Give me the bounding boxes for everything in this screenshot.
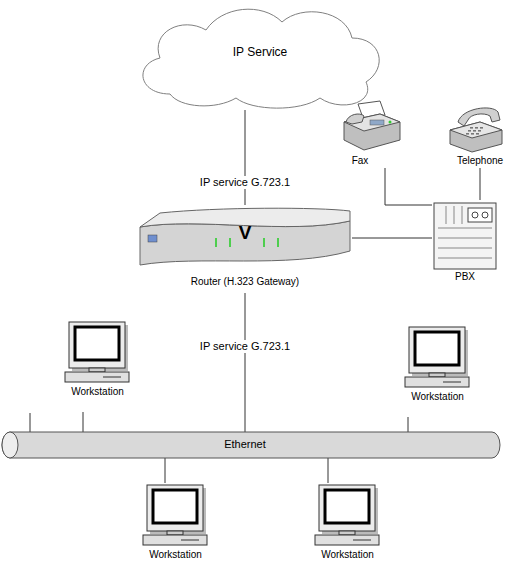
computer-base (315, 535, 379, 545)
pbx-slot (454, 206, 455, 224)
pbx-dial (472, 212, 478, 218)
fax-machine: Fax (340, 100, 408, 168)
phone-key (468, 130, 471, 132)
pbx-slot (438, 248, 492, 249)
computer-drive (353, 540, 371, 541)
node-label: Router (H.323 Gateway) (138, 276, 352, 288)
computer-drive (443, 382, 461, 383)
computer-base (65, 372, 129, 382)
monitor-neck (339, 531, 355, 535)
pbx-slot (438, 258, 492, 259)
phone-key (480, 127, 483, 129)
network-link (352, 238, 432, 239)
router-front (140, 221, 350, 265)
terminator-wire (30, 413, 31, 433)
pbx-slot (438, 238, 492, 239)
fax-machine-art (340, 100, 408, 168)
cable-end (2, 432, 18, 458)
fax-handset (346, 114, 364, 124)
network-link (165, 458, 166, 483)
pbx-box: PBX (432, 200, 498, 286)
monitor-case (319, 485, 375, 531)
router-light (263, 238, 265, 247)
network-link (480, 168, 481, 200)
workstation-icon: Workstation (305, 483, 390, 573)
pbx-slot (438, 228, 492, 229)
fax-light (389, 121, 392, 124)
cloud-shape: IP Service (130, 2, 390, 110)
link-label: IP service G.723.1 (199, 176, 291, 189)
monitor-case (69, 322, 125, 368)
link-label: IP service G.723.1 (199, 340, 291, 353)
monitor-screen (153, 490, 197, 523)
telephone-set: Telephone (440, 100, 520, 168)
pbx-dial (482, 212, 488, 218)
phone-key (475, 127, 478, 129)
network-link (408, 417, 409, 432)
fax-top (344, 114, 400, 131)
workstation-icon-art (55, 320, 140, 412)
phone-key (466, 133, 469, 135)
phone-body (450, 122, 502, 152)
pbx-cabinet (434, 203, 496, 269)
monitor-screen (325, 490, 369, 523)
node-label: Workstation (55, 386, 140, 398)
computer-base (405, 377, 469, 387)
node-label: PBX (432, 271, 498, 283)
fax-body (344, 114, 400, 150)
monitor-neck (429, 373, 445, 377)
node-label: Workstation (133, 549, 218, 561)
pbx-slot (462, 206, 463, 224)
logo-text: V (234, 222, 256, 244)
network-link (83, 412, 84, 432)
router-light (277, 238, 279, 247)
node-label: Fax (340, 155, 380, 167)
phone-key (471, 133, 474, 135)
workstation-icon: Workstation (395, 325, 480, 417)
monitor-neck (89, 368, 105, 372)
monitor-case (409, 327, 465, 373)
phone-key (473, 130, 476, 132)
node-label: Workstation (305, 549, 390, 561)
computer-drive (181, 540, 199, 541)
router-device: V Router (H.323 Gateway) (138, 205, 352, 293)
computer-base (143, 535, 207, 545)
workstation-icon: Workstation (133, 483, 218, 573)
computer-drive (103, 377, 121, 378)
ethernet-bus: Ethernet (0, 432, 500, 458)
phone-key (470, 127, 473, 129)
pbx-slot (446, 206, 447, 224)
node-label: Telephone (440, 155, 520, 167)
fax-panel (370, 120, 384, 125)
node-label: IP Service (130, 46, 390, 60)
network-link (385, 168, 432, 205)
phone-key (478, 130, 481, 132)
monitor-screen (415, 332, 459, 365)
workstation-icon-art (395, 325, 480, 417)
router-light (229, 238, 231, 247)
network-link (245, 110, 246, 205)
phone-key (476, 133, 479, 135)
network-link (328, 458, 329, 483)
monitor-screen (75, 327, 119, 360)
node-label: Ethernet (0, 438, 490, 451)
router-badge (148, 235, 157, 242)
network-link (245, 293, 246, 432)
router-light (215, 238, 217, 247)
monitor-case (147, 485, 203, 531)
pbx-panel (468, 208, 492, 222)
workstation-icon: Workstation (55, 320, 140, 412)
node-label: Workstation (395, 391, 480, 403)
monitor-neck (167, 531, 183, 535)
phone-top (450, 122, 502, 138)
